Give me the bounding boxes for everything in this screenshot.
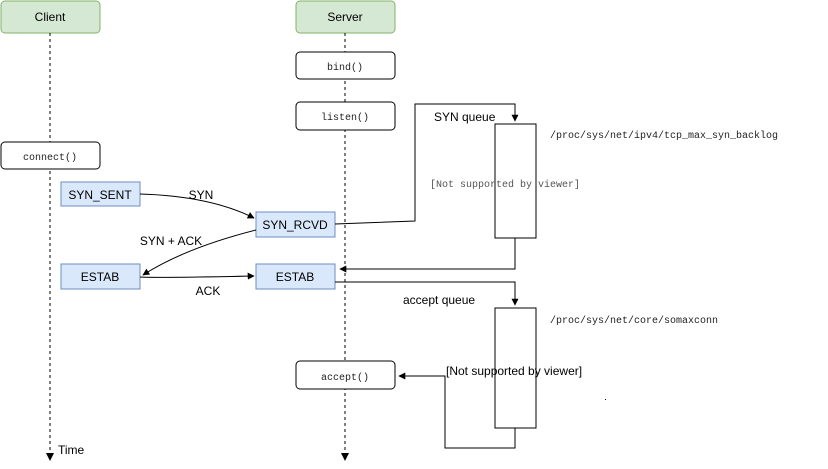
accept-queue-box	[494, 307, 537, 429]
client-estab-state: ESTAB	[60, 263, 141, 290]
client-lifeline: Client Time	[0, 0, 101, 461]
stray-dot	[605, 399, 606, 400]
client-timeline-arrow	[46, 453, 54, 461]
ack-label: ACK	[196, 284, 221, 298]
syn-queue-path: /proc/sys/net/ipv4/tcp_max_syn_backlog	[550, 130, 778, 142]
accept-queue-path: /proc/sys/net/core/somaxconn	[550, 315, 718, 327]
accept-queue-out-connector	[398, 372, 516, 449]
syn-queue-in-connector	[334, 103, 519, 225]
listen-call: listen()	[295, 101, 396, 131]
server-estab-label: ESTAB	[276, 270, 314, 284]
ack-message: ACK	[139, 272, 255, 298]
syn-queue-box	[494, 123, 537, 239]
syn-sent-label: SYN_SENT	[68, 188, 132, 202]
accept-label: accept()	[321, 372, 369, 384]
accept-call: accept()	[295, 360, 396, 390]
server-title: Server	[327, 10, 362, 24]
syn-sent-state: SYN_SENT	[60, 181, 141, 207]
bind-label: bind()	[327, 62, 363, 74]
syn-queue: SYN queue /proc/sys/net/ipv4/tcp_max_syn…	[334, 103, 778, 273]
syn-message: SYN	[139, 188, 255, 219]
accept-queue: accept queue /proc/sys/net/core/somaxcon…	[335, 281, 718, 449]
syn-queue-label: SYN queue	[434, 110, 496, 124]
accept-queue-placeholder: [Not supported by viewer]	[446, 364, 582, 378]
accept-queue-in-connector	[335, 281, 519, 306]
client-estab-label: ESTAB	[81, 270, 119, 284]
accept-queue-label: accept queue	[403, 293, 475, 307]
syn-queue-out-connector	[339, 238, 516, 273]
server-timeline-arrow	[341, 453, 349, 461]
syn-rcvd-label: SYN_RCVD	[262, 218, 328, 232]
client-title: Client	[35, 10, 66, 24]
connect-call: connect()	[0, 141, 101, 170]
server-estab-state: ESTAB	[255, 263, 336, 290]
bind-call: bind()	[295, 51, 396, 80]
syn-queue-placeholder: [Not supported by viewer]	[430, 179, 580, 191]
syn-rcvd-state: SYN_RCVD	[255, 211, 336, 238]
server-lifeline: Server	[295, 0, 396, 461]
listen-label: listen()	[321, 112, 369, 124]
syn-ack-message: SYN + ACK	[140, 229, 257, 276]
syn-ack-label: SYN + ACK	[140, 234, 202, 248]
connect-label: connect()	[23, 152, 77, 164]
time-label: Time	[58, 443, 85, 457]
syn-label: SYN	[189, 188, 214, 202]
